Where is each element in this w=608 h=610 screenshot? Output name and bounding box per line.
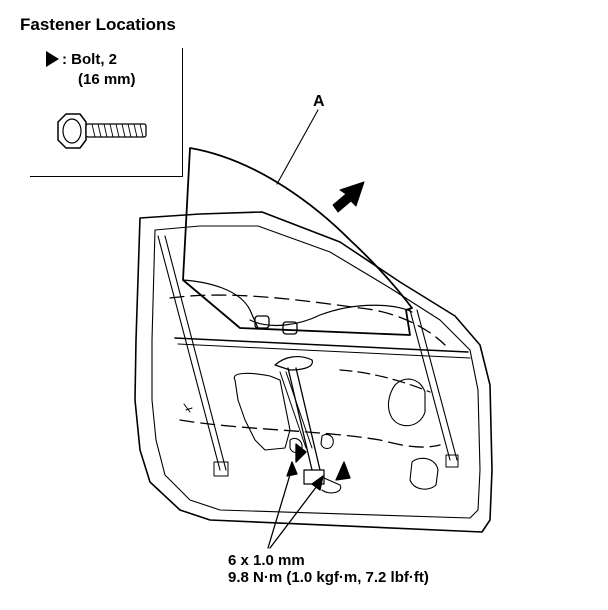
removal-direction-arrow xyxy=(332,181,365,213)
spec-leader-2 xyxy=(269,481,321,549)
legend-bolt-text: : Bolt, 2 xyxy=(62,51,117,68)
door-outer-panel xyxy=(134,211,493,533)
spec-leader-1 xyxy=(267,467,293,549)
legend-box xyxy=(30,48,183,177)
spec-leader-1-head xyxy=(286,461,298,477)
callout-a-label: A xyxy=(313,93,325,110)
window-glass xyxy=(182,147,413,336)
bolt-marker-icon xyxy=(46,51,59,67)
window-regulator xyxy=(274,355,342,494)
spec-leader-2-head xyxy=(311,475,324,491)
diagram-title: Fastener Locations xyxy=(20,15,176,34)
bolt-position-marker-1 xyxy=(295,443,307,463)
bolt-size-spec: 6 x 1.0 mm xyxy=(228,552,305,569)
legend-bolt-size: (16 mm) xyxy=(78,71,136,88)
legend-bolt-label: : Bolt, 2 xyxy=(46,51,117,68)
callout-a-leader xyxy=(276,109,319,185)
torque-spec: 9.8 N·m (1.0 kgf·m, 7.2 lbf·ft) xyxy=(228,569,429,586)
bolt-position-marker-2 xyxy=(335,461,351,481)
bolt-icon xyxy=(57,113,147,149)
